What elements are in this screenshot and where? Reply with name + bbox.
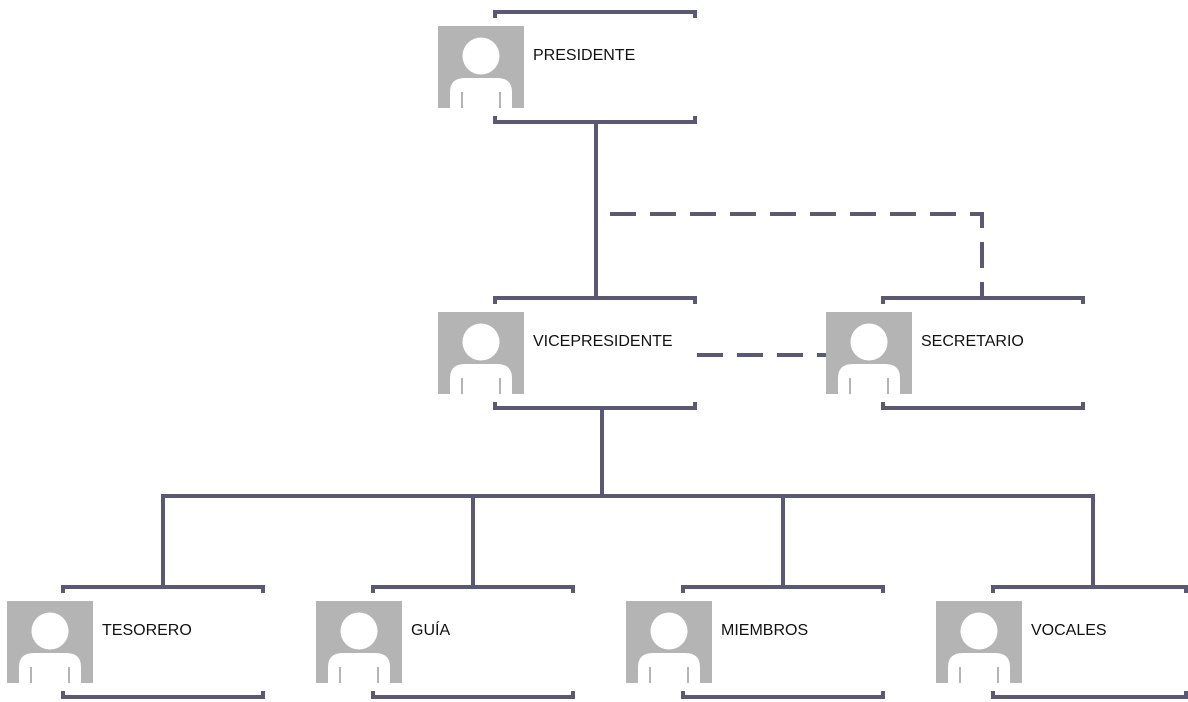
org-node-secretario: SECRETARIO xyxy=(826,296,1085,410)
person-icon xyxy=(438,26,524,108)
person-icon xyxy=(316,601,402,683)
person-icon xyxy=(626,601,712,683)
person-icon xyxy=(936,601,1022,683)
org-node-tesorero: TESORERO xyxy=(7,585,265,699)
connectors xyxy=(161,122,1095,587)
node-label: PRESIDENTE xyxy=(533,47,635,64)
org-node-vocales: VOCALES xyxy=(936,585,1188,699)
person-icon xyxy=(438,312,524,394)
connector-vicepresidente-guia xyxy=(471,494,602,587)
node-label: VICEPRESIDENTE xyxy=(533,333,673,350)
org-node-miembros: MIEMBROS xyxy=(626,585,885,699)
node-label: GUÍA xyxy=(411,620,450,639)
org-node-vicepresidente: VICEPRESIDENTE xyxy=(438,296,697,410)
connector-presidente-secretario xyxy=(610,212,984,296)
connector-vicepresidente-miembros xyxy=(602,494,785,587)
org-node-guia: GUÍA xyxy=(316,585,575,699)
connector-vicepresidente-vocales xyxy=(602,494,1095,587)
node-label: TESORERO xyxy=(102,622,192,639)
person-icon xyxy=(826,312,912,394)
connector-vicepresidente-tesorero xyxy=(161,408,604,587)
person-icon xyxy=(7,601,93,683)
node-label: MIEMBROS xyxy=(721,622,808,639)
org-node-presidente: PRESIDENTE xyxy=(438,10,697,124)
node-label: SECRETARIO xyxy=(921,333,1024,350)
nodes: PRESIDENTE VICEPRESIDENTE SECRETARIO TESORE… xyxy=(7,10,1188,699)
node-label: VOCALES xyxy=(1031,622,1107,639)
